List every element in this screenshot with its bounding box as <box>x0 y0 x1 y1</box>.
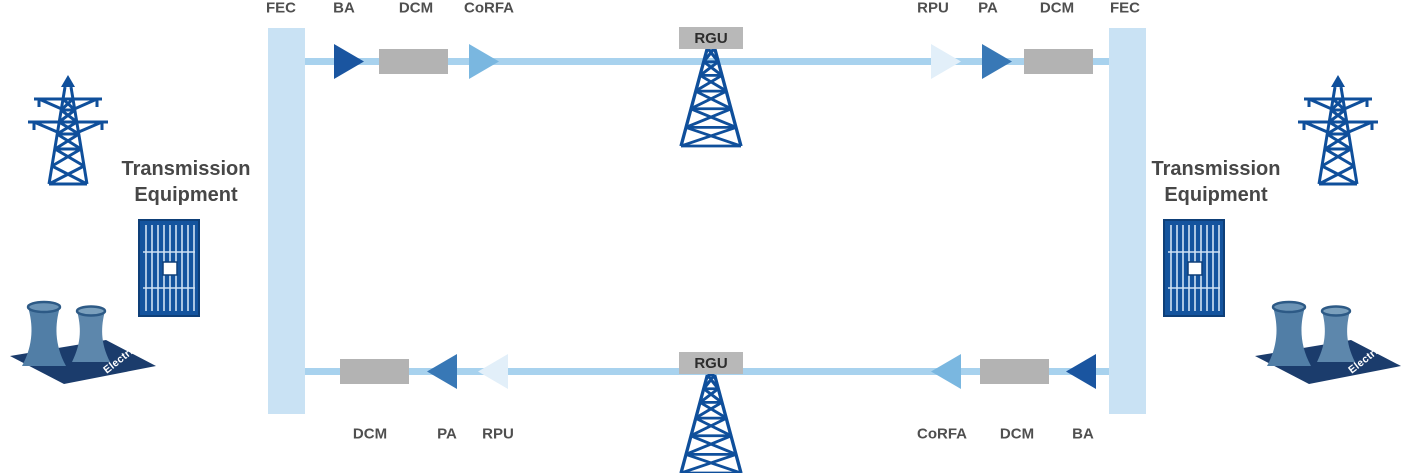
rgu-label-top-text: RGU <box>694 29 728 47</box>
label-dcm-bottom-right: DCM <box>999 425 1035 443</box>
transmission-equipment-label-right: Transmission Equipment <box>1146 156 1286 208</box>
rgu-label-bottom: RGU <box>679 352 743 374</box>
label-fec-top-right: FEC <box>1110 0 1140 17</box>
power-plant-right-icon: Electricity <box>1253 280 1403 384</box>
cooling-towers-left-icon <box>8 280 158 384</box>
label-rpu-top: RPU <box>917 0 949 17</box>
dcm-module-top-left <box>379 49 448 74</box>
label-dcm-top-left: DCM <box>398 0 434 17</box>
te-right-line2: Equipment <box>1164 184 1268 206</box>
corfa-amplifier-top-icon <box>469 44 499 79</box>
equipment-rack-right-icon <box>1162 218 1226 318</box>
dcm-module-bottom-left <box>340 359 409 384</box>
power-plant-left-icon: Electricity <box>8 280 158 384</box>
cooling-towers-right-icon <box>1253 280 1403 384</box>
rgu-tower-bottom-icon <box>663 373 759 473</box>
ba-amplifier-bottom-icon <box>1066 354 1096 389</box>
label-dcm-bottom-left: DCM <box>352 425 388 443</box>
rgu-tower-top-icon <box>663 46 759 148</box>
pa-amplifier-top-icon <box>982 44 1012 79</box>
fec-bar-right <box>1109 28 1146 414</box>
label-corfa-bottom: CoRFA <box>917 425 967 443</box>
fec-bar-left <box>268 28 305 414</box>
rpu-amplifier-top-icon <box>931 44 961 79</box>
label-fec-top-left: FEC <box>266 0 296 17</box>
te-right-line1: Transmission <box>1151 158 1281 180</box>
pa-amplifier-bottom-icon <box>427 354 457 389</box>
te-left-line1: Transmission <box>121 158 251 180</box>
rgu-label-top: RGU <box>679 27 743 49</box>
power-pylon-right-icon <box>1296 74 1380 186</box>
dcm-module-top-right <box>1024 49 1093 74</box>
power-pylon-left-icon <box>26 74 110 186</box>
rgu-label-bottom-text: RGU <box>694 354 728 372</box>
ba-amplifier-top-icon <box>334 44 364 79</box>
label-pa-bottom: PA <box>437 425 457 443</box>
label-pa-top: PA <box>978 0 998 17</box>
label-ba-bottom: BA <box>1072 425 1094 443</box>
label-corfa-top: CoRFA <box>464 0 514 17</box>
label-rpu-bottom: RPU <box>482 425 514 443</box>
label-dcm-top-right: DCM <box>1039 0 1075 17</box>
label-ba-top: BA <box>333 0 355 17</box>
rpu-amplifier-bottom-icon <box>478 354 508 389</box>
dcm-module-bottom-right <box>980 359 1049 384</box>
corfa-amplifier-bottom-icon <box>931 354 961 389</box>
te-left-line2: Equipment <box>134 184 238 206</box>
transmission-equipment-label-left: Transmission Equipment <box>116 156 256 208</box>
